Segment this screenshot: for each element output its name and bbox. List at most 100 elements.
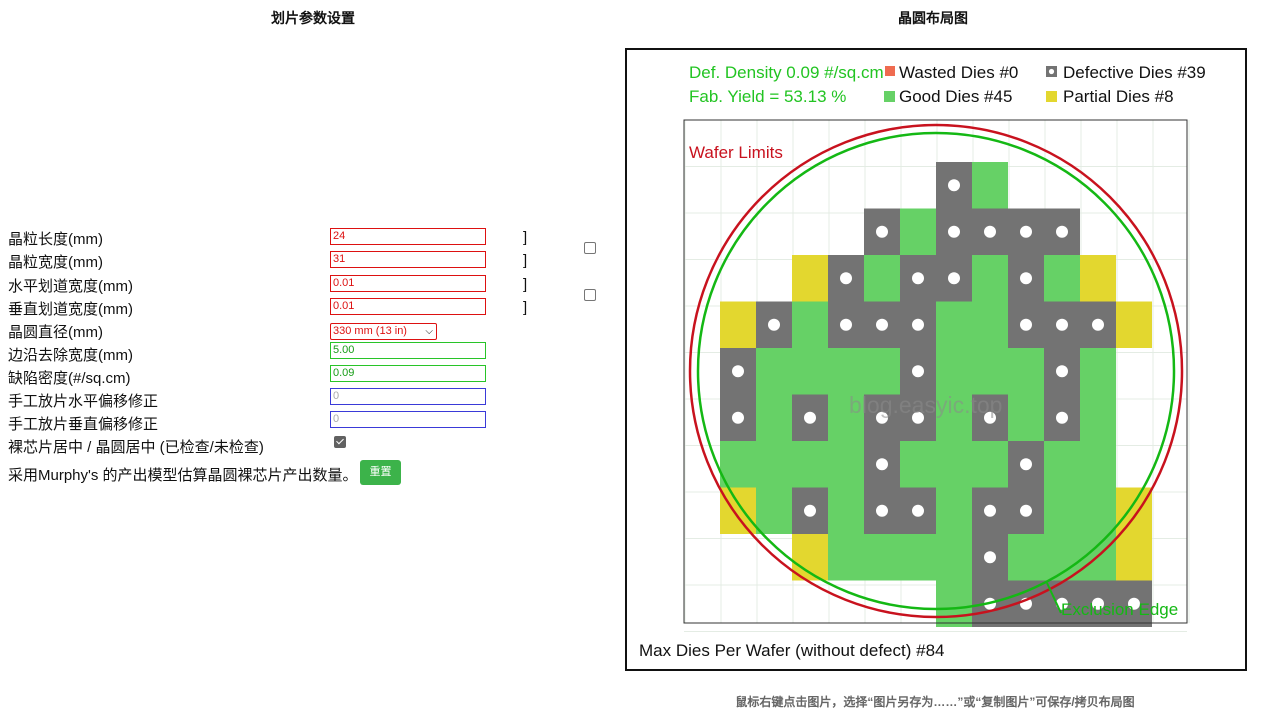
good-die xyxy=(756,487,792,534)
defect-dot xyxy=(876,318,888,331)
defect-density-readout: Def. Density 0.09 #/sq.cm xyxy=(689,63,884,82)
wafer-diameter-select[interactable]: 330 mm (13 in) ⌵ xyxy=(330,323,437,340)
h-scribe-width-input[interactable]: 0.01 xyxy=(330,275,486,292)
good-die xyxy=(936,394,972,441)
partial-die xyxy=(1116,487,1152,534)
h-offset-input[interactable]: 0 xyxy=(330,388,486,405)
h-scribe-width-label: 水平划道宽度(mm) xyxy=(8,278,133,295)
good-die xyxy=(864,255,900,302)
good-die xyxy=(864,534,900,581)
wafer-diameter-value: 330 mm (13 in) xyxy=(333,325,407,337)
good-die xyxy=(936,580,972,627)
partial-die xyxy=(720,487,756,534)
dies-layer xyxy=(720,162,1152,627)
good-die xyxy=(1044,487,1080,534)
edge-exclusion-label: 边沿去除宽度(mm) xyxy=(8,347,133,364)
defect-dot xyxy=(732,411,744,424)
good-die xyxy=(828,441,864,488)
defect-dot xyxy=(876,504,888,517)
legend-partial-label: Partial Dies #8 xyxy=(1063,87,1174,106)
exclusion-edge-pointer xyxy=(1046,582,1062,614)
defect-dot xyxy=(912,318,924,331)
good-die xyxy=(972,255,1008,302)
good-die xyxy=(864,348,900,395)
v-offset-label: 手工放片垂直偏移修正 xyxy=(8,416,159,433)
settings-title: 划片参数设置 xyxy=(271,10,355,26)
defect-dot xyxy=(840,272,852,285)
bracket-glyph: ] xyxy=(523,252,528,269)
defect-dot xyxy=(912,411,924,424)
defect-dot xyxy=(912,504,924,517)
defect-dot xyxy=(876,411,888,424)
good-die xyxy=(1008,348,1044,395)
defect-dot xyxy=(948,272,960,285)
map-frame xyxy=(683,119,1188,624)
chevron-down-icon: ⌵ xyxy=(425,326,433,337)
good-die xyxy=(972,348,1008,395)
h-offset-label: 手工放片水平偏移修正 xyxy=(8,393,159,410)
good-die xyxy=(756,441,792,488)
good-die xyxy=(828,534,864,581)
good-die xyxy=(1008,534,1044,581)
good-die xyxy=(756,394,792,441)
partial-die xyxy=(720,301,756,348)
good-die xyxy=(1080,487,1116,534)
defect-density-input[interactable]: 0.09 xyxy=(330,365,486,382)
wafer-limits-label: Wafer Limits xyxy=(689,143,783,162)
exclusion-edge-circle xyxy=(696,131,1176,611)
legend-wasted-label: Wasted Dies #0 xyxy=(899,63,1018,82)
wafer-limit-circle xyxy=(688,123,1184,619)
defect-dot xyxy=(1020,272,1032,285)
option-checkbox-1[interactable] xyxy=(584,242,596,254)
good-die xyxy=(792,441,828,488)
reset-button[interactable]: 重置 xyxy=(360,460,401,485)
good-die xyxy=(1044,255,1080,302)
defect-dot xyxy=(1092,318,1104,331)
legend-good-swatch xyxy=(884,91,895,102)
center-mode-checkbox[interactable] xyxy=(334,436,346,448)
good-die xyxy=(1008,394,1044,441)
save-image-caption: 鼠标右键点击图片，选择“图片另存为……”或“复制图片”可保存/拷贝布局图 xyxy=(735,695,1135,709)
good-die xyxy=(828,394,864,441)
v-scribe-width-input[interactable]: 0.01 xyxy=(330,298,486,315)
partial-die xyxy=(1116,301,1152,348)
bracket-glyph: ] xyxy=(523,229,528,246)
edge-exclusion-input[interactable]: 5.00 xyxy=(330,342,486,359)
defect-dot xyxy=(1056,365,1068,378)
defect-dot xyxy=(840,318,852,331)
partial-die xyxy=(792,255,828,302)
defect-dot xyxy=(768,318,780,331)
defect-dot xyxy=(1128,597,1140,610)
wafer-map-panel[interactable]: blog.easyic.top Def. Density 0.09 #/sq.c… xyxy=(625,48,1247,671)
max-dies-readout: Max Dies Per Wafer (without defect) #84 xyxy=(639,641,945,660)
wafer-map: blog.easyic.top Def. Density 0.09 #/sq.c… xyxy=(639,63,1206,660)
defect-dot xyxy=(948,179,960,192)
defect-dot xyxy=(912,272,924,285)
legend-partial-swatch xyxy=(1046,91,1057,102)
good-die xyxy=(1080,348,1116,395)
option-checkbox-2[interactable] xyxy=(584,289,596,301)
die-width-input[interactable]: 31 xyxy=(330,251,486,268)
murphy-note: 采用Murphy's 的产出模型估算晶圆裸芯片产出数量。 xyxy=(8,467,358,484)
defect-dot xyxy=(1020,504,1032,517)
good-die xyxy=(900,208,936,255)
partial-die xyxy=(1080,255,1116,302)
die-length-input[interactable]: 24 xyxy=(330,228,486,245)
good-die xyxy=(756,348,792,395)
good-die xyxy=(900,441,936,488)
good-die xyxy=(936,348,972,395)
good-die xyxy=(720,441,756,488)
exclusion-edge-label: Exclusion Edge xyxy=(1061,600,1178,619)
v-scribe-width-label: 垂直划道宽度(mm) xyxy=(8,301,133,318)
defect-dot xyxy=(984,504,996,517)
v-offset-input[interactable]: 0 xyxy=(330,411,486,428)
defect-dot xyxy=(1056,411,1068,424)
defect-dot xyxy=(984,551,996,564)
defect-dot xyxy=(912,365,924,378)
good-die xyxy=(972,162,1008,209)
good-die xyxy=(792,301,828,348)
defect-dot xyxy=(732,365,744,378)
good-die xyxy=(1044,441,1080,488)
defect-dot xyxy=(1020,318,1032,331)
good-die xyxy=(936,441,972,488)
